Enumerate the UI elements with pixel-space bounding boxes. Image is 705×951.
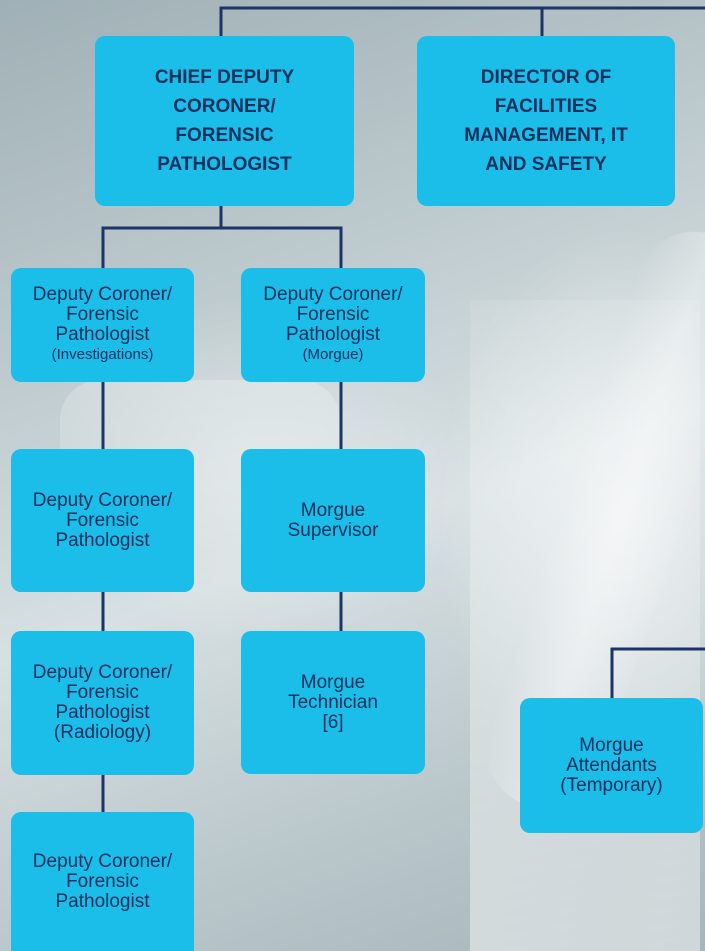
morgue-supervisor-title: Morgue Supervisor (287, 499, 379, 541)
deputy-coroner-investigations-box: Deputy Coroner/ Forensic Pathologist (In… (11, 268, 194, 382)
morgue-technician-title: Morgue Technician (288, 671, 378, 713)
director-facilities-box: DIRECTOR OF FACILITIES MANAGEMENT, IT AN… (417, 36, 675, 206)
deputy-coroner-morgue-box: Deputy Coroner/ Forensic Pathologist (Mo… (241, 268, 425, 382)
deputy-coroner-radiology-title: Deputy Coroner/ Forensic Pathologist (32, 662, 173, 723)
connector-chief-to-deputies (101, 206, 343, 268)
deputy-coroner-box-4: Deputy Coroner/ Forensic Pathologist (11, 812, 194, 951)
deputy-coroner-morgue-title: Deputy Coroner/ Forensic Pathologist (263, 284, 403, 345)
deputy-coroner-radiology-box: Deputy Coroner/ Forensic Pathologist (Ra… (11, 631, 194, 775)
chief-deputy-coroner-label: CHIEF DEPUTY CORONER/ FORENSIC PATHOLOGI… (154, 67, 295, 175)
director-facilities-label: DIRECTOR OF FACILITIES MANAGEMENT, IT AN… (464, 67, 628, 175)
connector-right (610, 647, 705, 698)
morgue-technician-box: Morgue Technician [6] (241, 631, 425, 774)
deputy-coroner-title-4: Deputy Coroner/ Forensic Pathologist (32, 850, 173, 912)
deputy-coroner-box-2: Deputy Coroner/ Forensic Pathologist (11, 449, 194, 592)
deputy-coroner-investigations-title: Deputy Coroner/ Forensic Pathologist (32, 284, 173, 345)
chief-deputy-coroner-box: CHIEF DEPUTY CORONER/ FORENSIC PATHOLOGI… (95, 36, 354, 206)
deputy-coroner-radiology-note: (Radiology) (53, 722, 152, 743)
connector-top (219, 6, 705, 36)
deputy-coroner-title-2: Deputy Coroner/ Forensic Pathologist (32, 489, 173, 551)
morgue-attendants-box: Morgue Attendants (Temporary) (520, 698, 703, 833)
morgue-technician-count: [6] (322, 711, 344, 733)
deputy-coroner-morgue-note: (Morgue) (302, 346, 364, 363)
deputy-coroner-investigations-note: (Investigations) (51, 346, 154, 363)
morgue-supervisor-box: Morgue Supervisor (241, 449, 425, 592)
morgue-attendants-title: Morgue Attendants (Temporary) (560, 734, 663, 796)
